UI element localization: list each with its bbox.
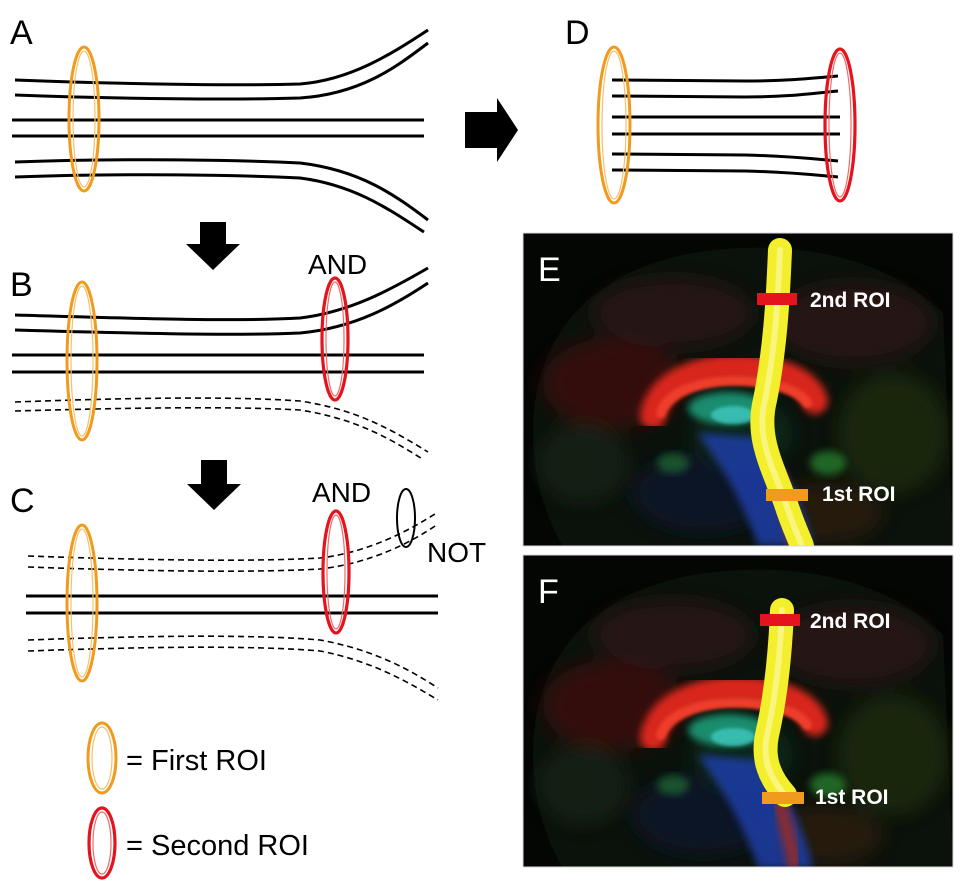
- panel-f-second-roi-label: 2nd ROI: [810, 610, 891, 633]
- panel-a-first-roi: [67, 45, 101, 193]
- panel-e-first-roi-marker: [766, 489, 808, 501]
- legend-second-roi-swatch: [87, 806, 117, 880]
- panel-e-image: [523, 233, 953, 546]
- panel-b-first-roi: [65, 280, 99, 442]
- legend-first-roi-label: = First ROI: [126, 745, 267, 777]
- operator-and-b: AND: [308, 249, 367, 280]
- panel-a-fibers: [12, 28, 429, 234]
- panel-f-first-roi-label: 1st ROI: [815, 786, 889, 809]
- panel-f-first-roi-marker: [762, 792, 804, 804]
- panel-label-a: A: [10, 14, 33, 52]
- panel-c-not-roi: [396, 488, 416, 548]
- legend-first-roi-swatch: [86, 721, 118, 795]
- panel-b-fibers: [12, 266, 429, 461]
- panel-label-d: D: [565, 14, 590, 52]
- panel-c-first-roi: [65, 523, 99, 683]
- panel-e-second-roi-label: 2nd ROI: [810, 289, 891, 312]
- panel-d-first-roi: [596, 45, 632, 205]
- panel-b-second-roi: [320, 276, 350, 402]
- arrow-right: [465, 98, 518, 162]
- panel-f-image: [523, 555, 953, 868]
- panel-d-second-roi: [823, 47, 857, 203]
- arrow-down-1: [186, 222, 240, 270]
- panel-e-second-roi-marker: [757, 293, 797, 305]
- panel-label-e: E: [538, 251, 561, 289]
- operator-and-c: AND: [312, 477, 371, 508]
- panel-c-fibers: [26, 511, 439, 701]
- panel-f-frame: [522, 554, 954, 868]
- panel-label-f: F: [538, 573, 559, 611]
- panel-label-c: C: [10, 482, 35, 520]
- panel-e-frame: [522, 232, 954, 547]
- legend: = First ROI = Second ROI: [86, 721, 309, 880]
- operator-not-c: NOT: [427, 537, 486, 568]
- legend-second-roi-label: = Second ROI: [126, 830, 309, 862]
- panel-c-second-roi: [321, 509, 351, 635]
- panel-f-second-roi-marker: [760, 614, 800, 626]
- panel-d-fibers: [611, 74, 840, 179]
- arrow-down-2: [187, 460, 241, 510]
- panel-label-b: B: [10, 266, 33, 304]
- panel-e-first-roi-label: 1st ROI: [822, 483, 896, 506]
